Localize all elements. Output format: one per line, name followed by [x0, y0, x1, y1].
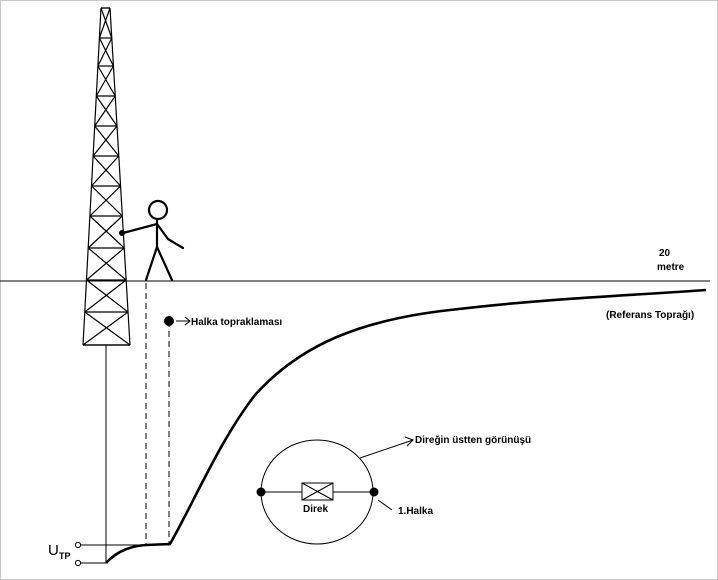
ring-label: 1.Halka: [398, 506, 433, 517]
potential-curve: [105, 288, 707, 564]
ring-node-right: [369, 487, 379, 497]
pole-label: Direk: [303, 504, 328, 515]
utp-label: U: [48, 542, 59, 559]
ring-grounding-arrowhead: [184, 316, 191, 326]
utp-terminal-top: [74, 541, 82, 549]
distance-value-label: 20: [659, 248, 671, 259]
ring-grounding-label: Halka topraklaması: [191, 317, 282, 328]
hand-contact-point: [119, 230, 125, 236]
ring-grounding-dot: [164, 316, 174, 326]
reference-earth-label: (Referans Toprağı): [606, 310, 694, 321]
top-view-label: Direğin üstten görünüşü: [415, 435, 531, 446]
ring-node-left: [256, 487, 266, 497]
pole-box-icon: [301, 482, 334, 501]
utp-subscript: TP: [59, 551, 71, 561]
ring-label-leader: [377, 499, 393, 511]
top-view-arrow: [359, 439, 414, 459]
transmission-tower: [82, 7, 131, 346]
person-figure: [121, 199, 185, 282]
distance-unit-label: metre: [657, 262, 685, 273]
utp-terminal-bottom: [74, 559, 82, 567]
top-view-arrowhead: [404, 436, 414, 447]
